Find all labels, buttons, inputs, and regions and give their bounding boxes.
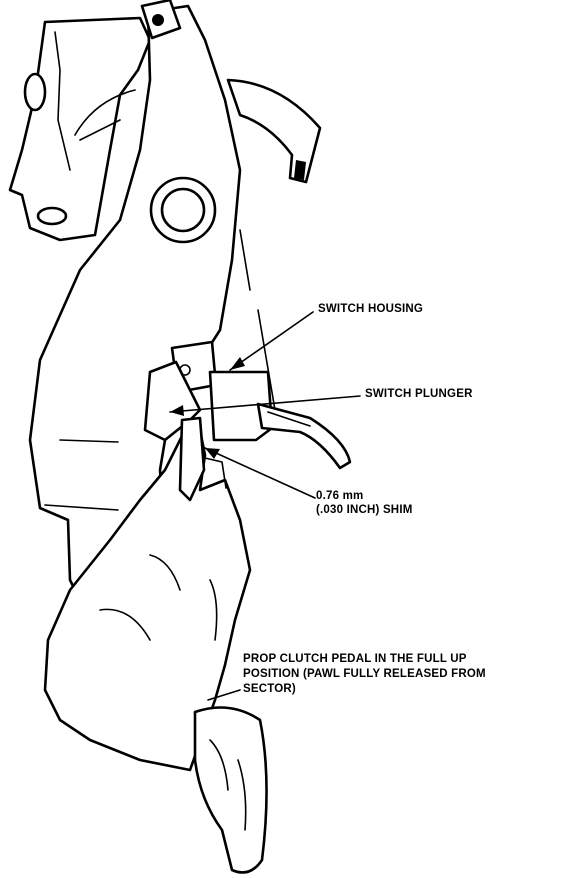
prop-pedal-note-line-3: SECTOR) (243, 683, 296, 695)
switch-assembly (143, 340, 352, 470)
prop-pedal-note-line-2: POSITION (PAWL FULLY RELEASED FROM (243, 668, 486, 680)
prop-pedal-note-line-1: PROP CLUTCH PEDAL IN THE FULL UP (243, 653, 467, 665)
switch-housing-label: SWITCH HOUSING (318, 303, 424, 315)
leader-lines (169, 311, 361, 701)
sector-gear (226, 78, 322, 184)
pedal-bracket (8, 16, 152, 242)
switch-plunger-label: SWITCH PLUNGER (365, 388, 473, 400)
shim-size-metric-label: 0.76 mm (316, 490, 364, 502)
shim-size-inch-label: (.030 INCH) SHIM (316, 504, 413, 516)
hand-holding-shim (43, 416, 252, 772)
pedal-foot (193, 706, 268, 874)
